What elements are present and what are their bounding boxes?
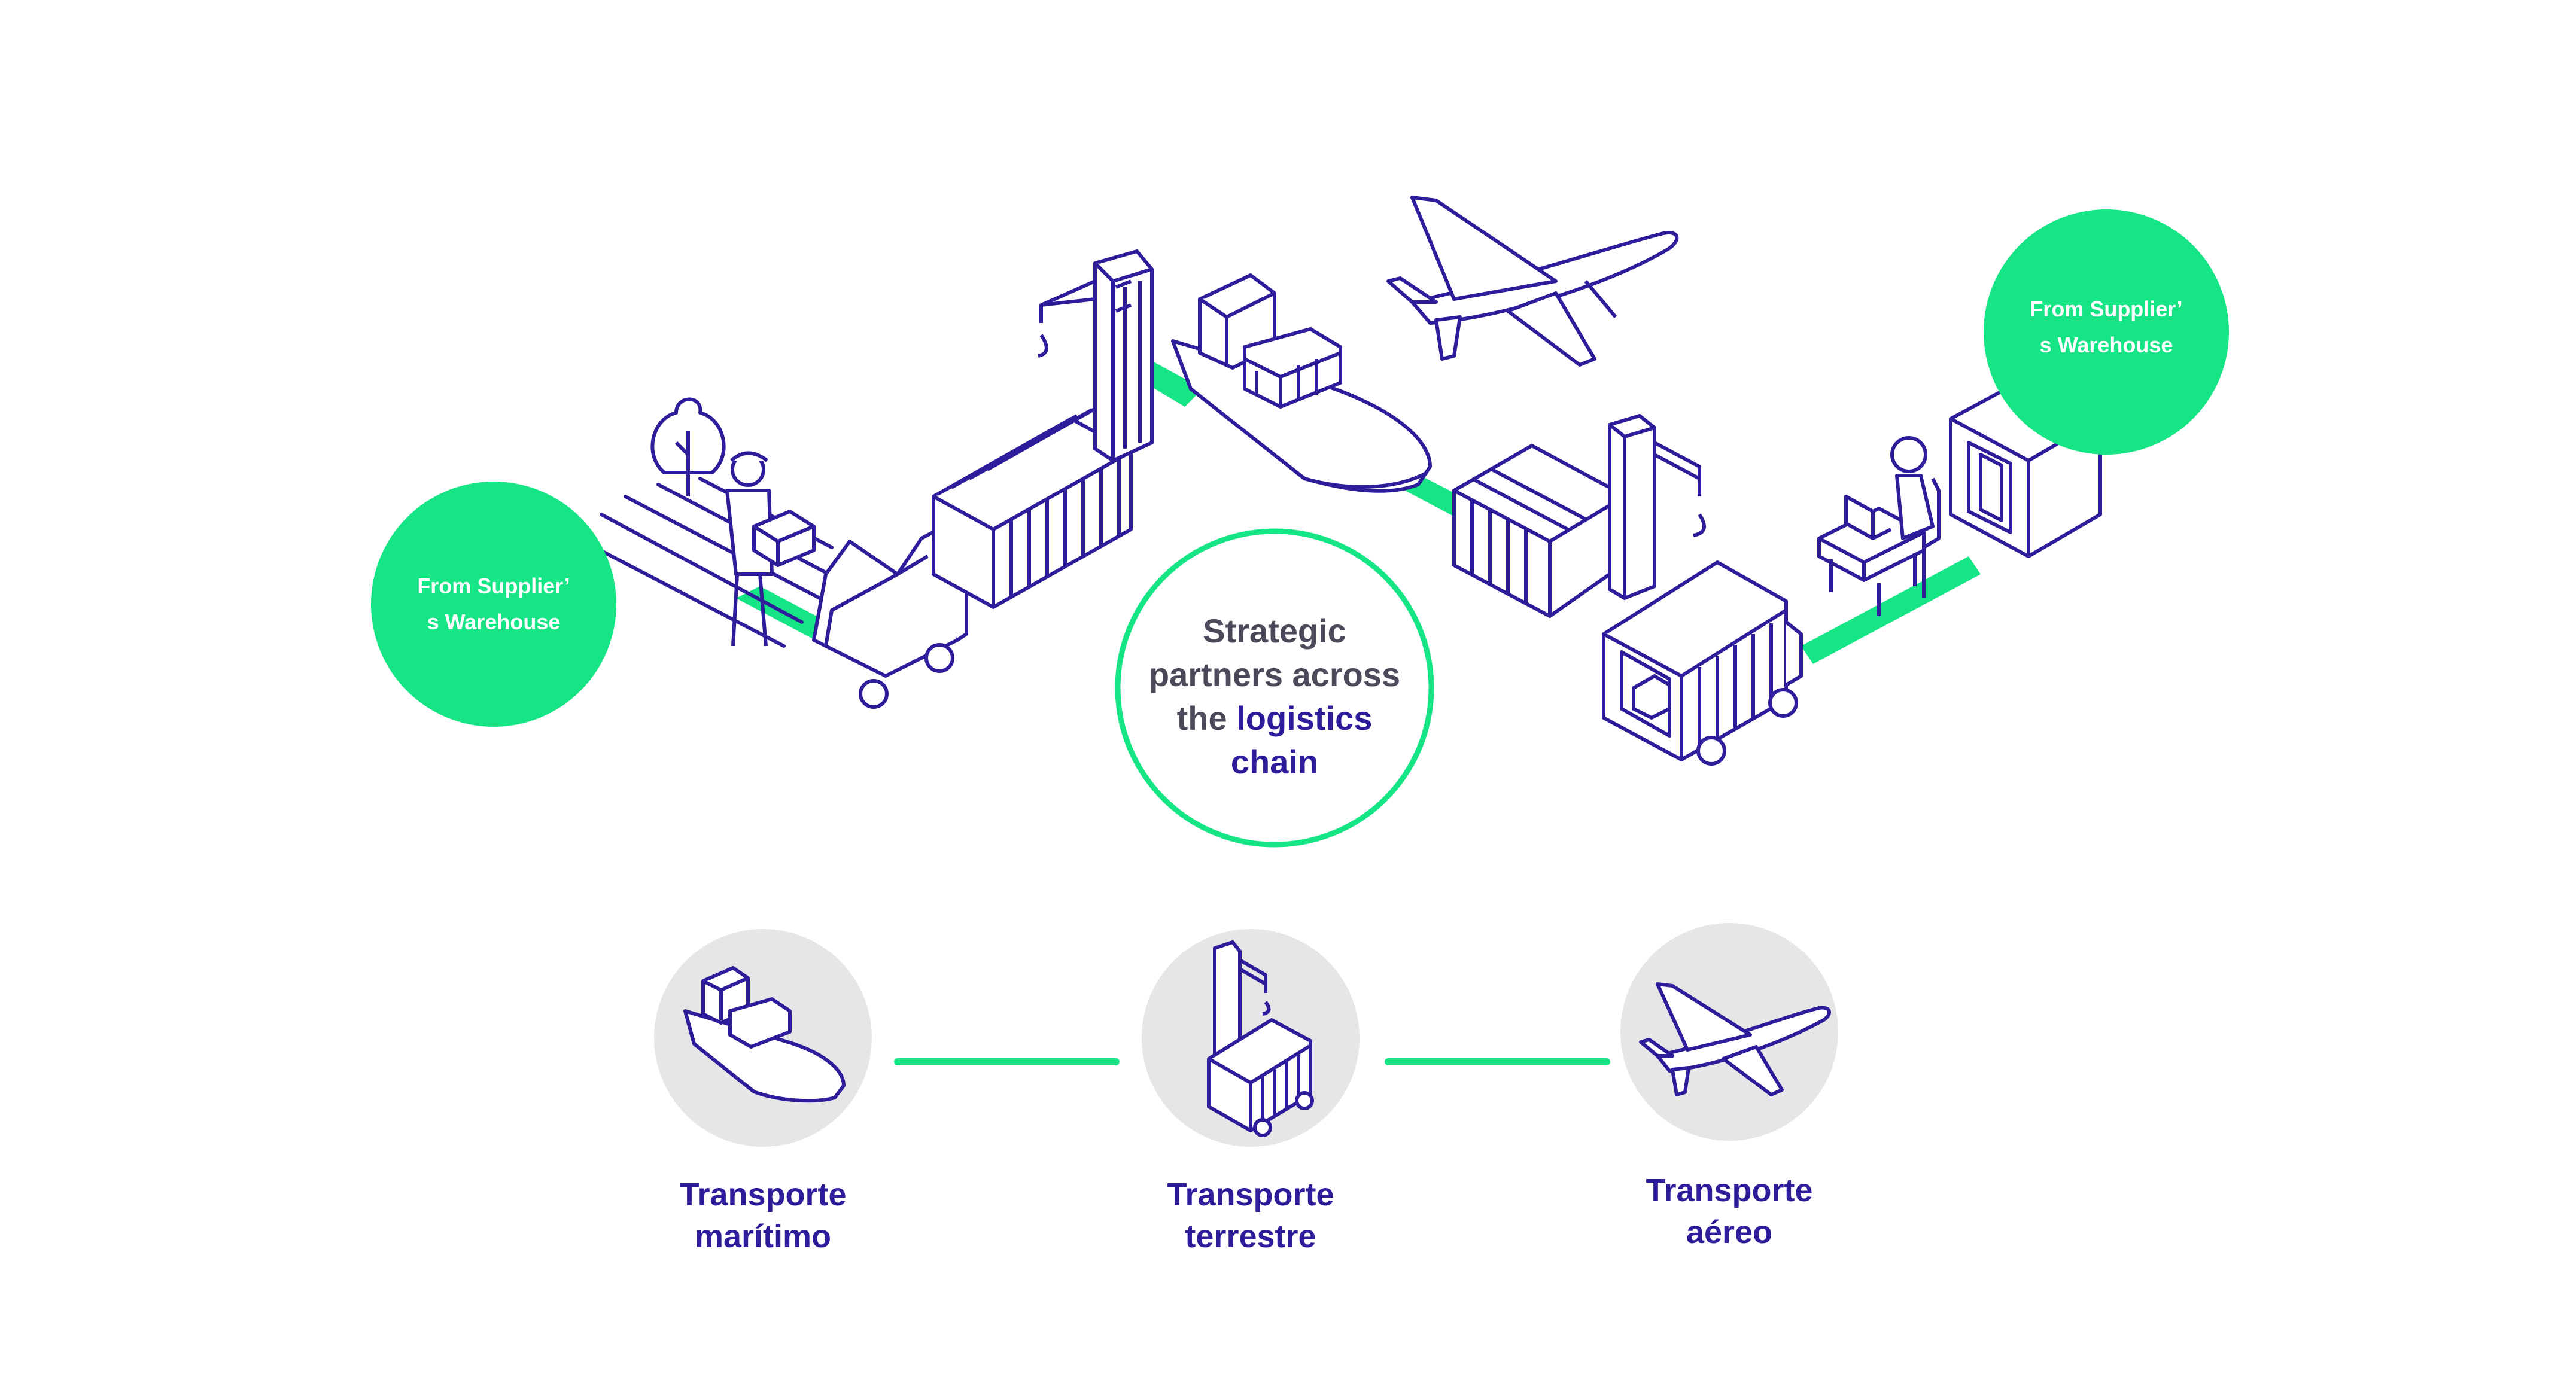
mode-truck-circle: [1142, 929, 1360, 1147]
center-ring: [1118, 531, 1431, 845]
mode-ship-circle: [654, 929, 872, 1147]
warehouse-circle-left: [371, 482, 616, 727]
mode-label-land-line1: Transporte: [1167, 1177, 1334, 1213]
mode-air-circle: [1620, 923, 1838, 1141]
truck-crane-icon: [1209, 942, 1312, 1135]
tree-icon: [652, 400, 723, 497]
mode-label-air-line1: Transporte: [1646, 1172, 1813, 1208]
container-stack-icon-right: [1454, 446, 1610, 616]
mode-label-maritime-line1: Transporte: [679, 1177, 847, 1213]
port-crane-icon: [1038, 251, 1152, 461]
field-rows: [577, 479, 835, 646]
airplane-icon-small: [1641, 984, 1829, 1095]
warehouse-label-right-line1: From Supplier’: [2030, 297, 2183, 321]
center-heading-line4: chain: [1230, 743, 1319, 781]
mode-label-air-line2: aéreo: [1686, 1214, 1773, 1250]
warehouse-label-left-line2: s Warehouse: [427, 610, 561, 634]
center-heading-line1: Strategic: [1203, 612, 1346, 650]
ship-icon: [685, 968, 844, 1101]
warehouse-label-left-line1: From Supplier’: [417, 574, 570, 598]
center-heading: Strategic partners across the logistics …: [1131, 609, 1418, 784]
warehouse-label-right-line2: s Warehouse: [2039, 333, 2173, 357]
warehouse-label-right: From Supplier’ s Warehouse: [1999, 291, 2214, 363]
center-heading-line3-accent: logistics: [1236, 699, 1373, 737]
mode-label-land: Transporte terrestre: [1113, 1174, 1388, 1257]
warehouse-label-left: From Supplier’ s Warehouse: [386, 568, 601, 640]
container-truck-icon: [1604, 562, 1801, 764]
warehouse-circle-right: [1984, 209, 2229, 455]
center-heading-line3: the logistics: [1131, 696, 1418, 740]
cargo-ship-icon: [1173, 275, 1430, 491]
center-heading-line3-plain: the: [1176, 699, 1227, 737]
worker-with-box-icon: [727, 453, 814, 647]
mode-label-land-line2: terrestre: [1185, 1218, 1316, 1254]
mode-label-air: Transporte aéreo: [1592, 1169, 1867, 1253]
center-heading-line2: partners across: [1148, 656, 1401, 693]
container-stack-icon: [933, 402, 1131, 607]
mode-label-maritime: Transporte marítimo: [625, 1174, 901, 1257]
office-worker-laptop-icon: [1819, 438, 1939, 616]
mode-label-maritime-line2: marítimo: [694, 1218, 832, 1254]
port-crane-icon-right: [1610, 416, 1704, 598]
airplane-icon: [1388, 197, 1677, 365]
